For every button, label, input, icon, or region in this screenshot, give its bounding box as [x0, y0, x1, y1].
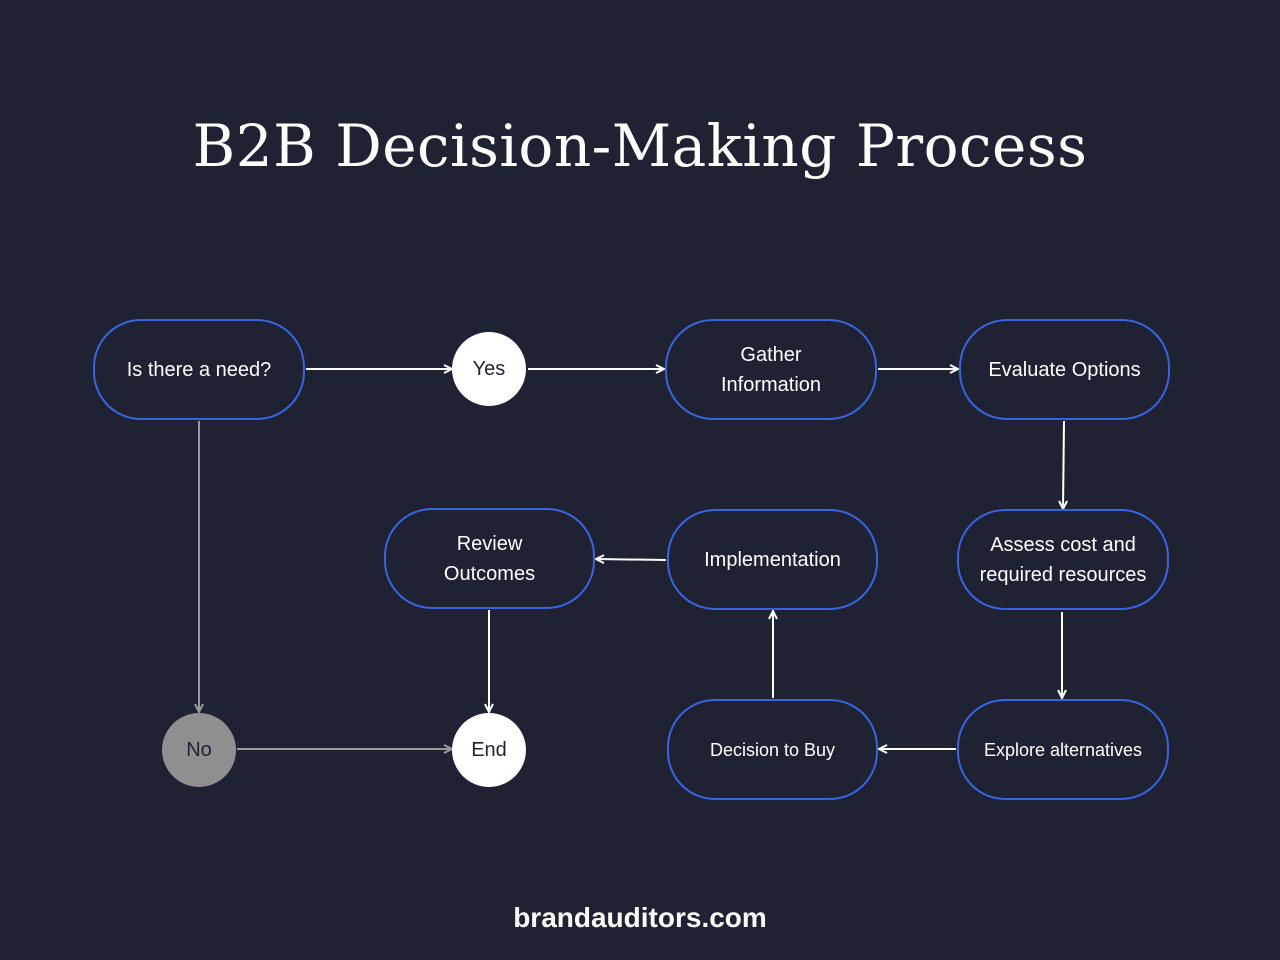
node-gather-label: Gather Information: [720, 343, 822, 396]
node-implementation-label: Implementation: [704, 548, 841, 571]
node-decision-label: Decision to Buy: [709, 739, 836, 760]
node-implementation: Implementation: [667, 509, 878, 610]
node-yes-label: Yes: [472, 357, 506, 380]
node-end-label: End: [471, 738, 507, 761]
arrow-evaluate-to-assess: [1063, 420, 1064, 509]
node-no: No: [162, 713, 236, 787]
node-gather: Gather Information: [665, 319, 877, 420]
node-explore-label: Explore alternatives: [983, 739, 1143, 760]
footer-domain: brandauditors.com: [513, 902, 767, 933]
node-explore: Explore alternatives: [957, 699, 1169, 800]
node-end: End: [452, 713, 526, 787]
node-assess: Assess cost and required resources: [957, 509, 1169, 610]
node-evaluate-label: Evaluate Options: [988, 358, 1141, 381]
node-need: Is there a need?: [93, 319, 305, 420]
node-evaluate: Evaluate Options: [959, 319, 1170, 420]
node-decision: Decision to Buy: [667, 699, 878, 800]
node-no-label: No: [186, 738, 212, 761]
diagram-title: B2B Decision-Making Process: [192, 112, 1088, 180]
node-review: Review Outcomes: [384, 508, 595, 609]
node-review-label: Review Outcomes: [443, 532, 536, 585]
node-need-label: Is there a need?: [126, 358, 272, 381]
node-assess-label: Assess cost and required resources: [979, 533, 1147, 586]
arrow-implementation-to-review: [596, 559, 667, 560]
node-yes: Yes: [452, 332, 526, 406]
